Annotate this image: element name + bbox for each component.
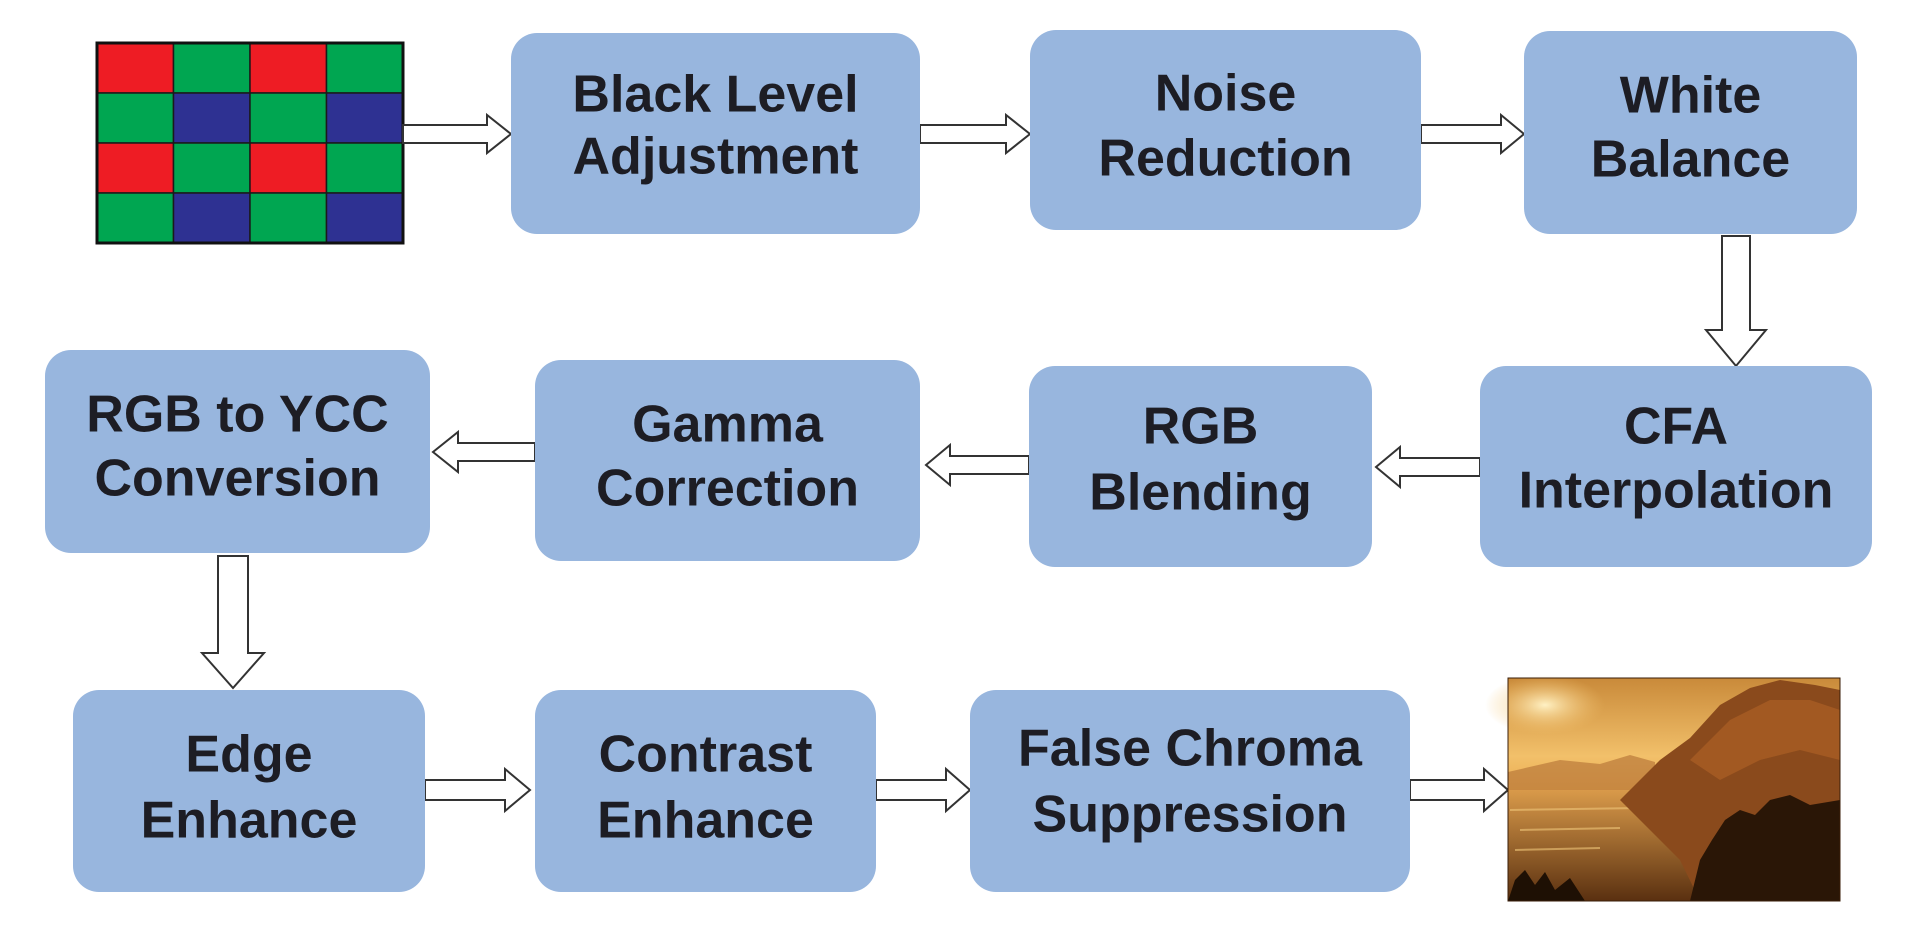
node-label: Suppression	[1033, 786, 1348, 844]
node-contrast-enhance: Contrast Enhance	[535, 690, 876, 892]
bayer-cell-green	[172, 42, 251, 94]
node-label: Black Level	[572, 66, 858, 124]
node-edge-enhance: Edge Enhance	[73, 690, 425, 892]
arrow-down-icon	[1703, 235, 1769, 368]
node-label: RGB	[1143, 398, 1259, 456]
bayer-cell-blue	[172, 192, 251, 244]
node-label: CFA	[1624, 398, 1728, 456]
node-black-level-adjustment: Black Level Adjustment	[511, 33, 920, 234]
bayer-cell-blue	[172, 92, 251, 144]
node-label: Correction	[596, 460, 859, 518]
bayer-cfa-mosaic-icon	[95, 41, 405, 245]
bayer-cell-green	[96, 192, 175, 244]
process-nodes: Black Level Adjustment Noise Reduction W…	[45, 30, 1872, 892]
node-label: White	[1620, 67, 1762, 125]
node-label: Noise	[1155, 65, 1297, 123]
bayer-cell-green	[96, 92, 175, 144]
bayer-cell-green	[325, 142, 404, 194]
node-label: Edge	[185, 726, 312, 784]
node-label: Enhance	[597, 792, 814, 850]
node-label: Contrast	[599, 726, 813, 784]
node-cfa-interpolation: CFA Interpolation	[1480, 366, 1872, 567]
arrow-left-icon	[1374, 444, 1481, 490]
node-rgb-to-ycc-conversion: RGB to YCC Conversion	[45, 350, 430, 553]
node-label: Balance	[1591, 131, 1790, 189]
bayer-cell-green	[172, 142, 251, 194]
node-label: Adjustment	[573, 128, 859, 186]
node-label: Gamma	[632, 396, 824, 454]
arrow-right-icon	[875, 766, 972, 814]
arrow-right-icon	[424, 766, 532, 814]
arrow-right-icon	[402, 112, 513, 156]
node-label: Blending	[1089, 464, 1311, 522]
node-gamma-correction: Gamma Correction	[535, 360, 920, 561]
node-rgb-blending: RGB Blending	[1029, 366, 1372, 567]
node-label: RGB to YCC	[86, 386, 388, 444]
bayer-cell-red	[96, 142, 175, 194]
arrows	[199, 112, 1769, 814]
node-white-balance: White Balance	[1524, 31, 1857, 234]
bayer-cell-green	[325, 42, 404, 94]
node-label: False Chroma	[1018, 720, 1363, 778]
bayer-cell-red	[96, 42, 175, 94]
node-label: Interpolation	[1519, 462, 1834, 520]
bayer-cell-blue	[325, 192, 404, 244]
arrow-left-icon	[924, 442, 1030, 488]
landscape-photo-icon	[1485, 675, 1841, 902]
bayer-cell-green	[249, 92, 328, 144]
bayer-cell-blue	[325, 92, 404, 144]
arrow-right-icon	[1409, 766, 1510, 814]
node-label: Reduction	[1098, 130, 1352, 188]
bayer-cell-red	[249, 142, 328, 194]
node-label: Conversion	[94, 450, 380, 508]
node-noise-reduction: Noise Reduction	[1030, 30, 1421, 230]
bayer-cell-red	[249, 42, 328, 94]
arrow-down-icon	[199, 555, 267, 690]
node-label: Enhance	[141, 792, 358, 850]
arrow-left-icon	[431, 429, 536, 475]
arrow-right-icon	[1420, 112, 1526, 156]
arrow-right-icon	[919, 112, 1032, 156]
bayer-cell-green	[249, 192, 328, 244]
node-false-chroma-suppression: False Chroma Suppression	[970, 690, 1410, 892]
